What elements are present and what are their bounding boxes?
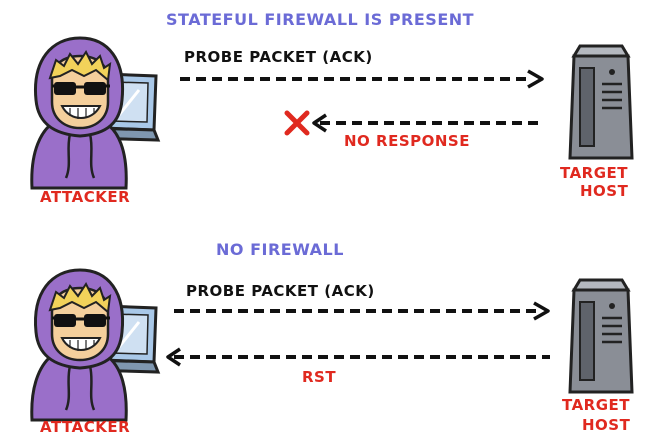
- probe-packet-label: PROBE PACKET (ACK): [186, 282, 375, 300]
- scene-stateful-firewall: STATEFUL FIREWALL IS PRESENT A: [0, 0, 667, 221]
- blocked-x-icon: [284, 110, 310, 136]
- server-icon: [568, 278, 634, 394]
- host-label-line2: HOST: [582, 416, 631, 434]
- attacker-label: ATTACKER: [40, 418, 131, 436]
- attacker-icon: [30, 268, 161, 422]
- probe-arrow: [174, 301, 550, 321]
- host-label-line2: HOST: [580, 182, 629, 200]
- attacker-label: ATTACKER: [40, 188, 131, 206]
- probe-packet-label: PROBE PACKET (ACK): [184, 48, 373, 66]
- scene-no-firewall: NO FIREWALL ATTACKER PROBE PACKET (ACK): [0, 222, 667, 443]
- attacker-icon: [30, 36, 161, 190]
- server-icon: [568, 44, 634, 160]
- scene-title: NO FIREWALL: [216, 240, 344, 259]
- no-response-label: NO RESPONSE: [344, 132, 470, 150]
- probe-arrow: [180, 69, 544, 89]
- response-arrow: [312, 113, 538, 133]
- scene-title: STATEFUL FIREWALL IS PRESENT: [166, 10, 475, 29]
- rst-arrow: [166, 347, 550, 367]
- rst-label: RST: [302, 368, 337, 386]
- host-label-line1: TARGET: [562, 396, 631, 414]
- host-label-line1: TARGET: [560, 164, 629, 182]
